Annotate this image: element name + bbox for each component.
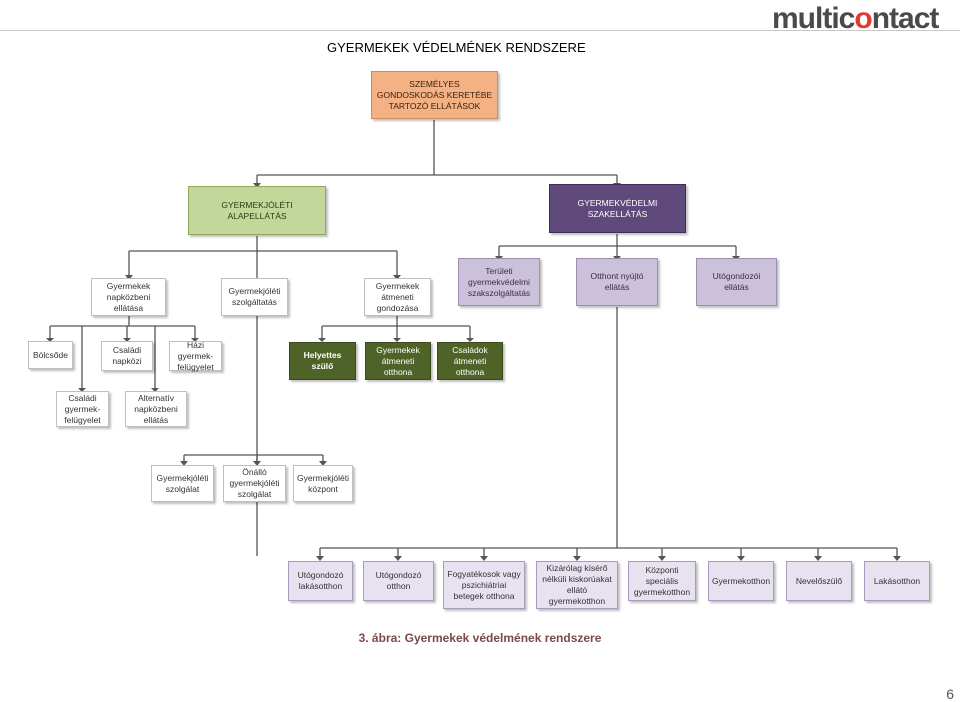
node-szemelyes-gondoskodas: SZEMÉLYES GONDOSKODÁS KERETÉBE TARTOZÓ E… <box>371 71 498 119</box>
node-hazi-gyermekfelugyelet: Házi gyermek-felügyelet <box>169 340 222 372</box>
node-gyermekjoleti-szolgaltatas: Gyermekjóléti szolgáltatás <box>221 278 288 316</box>
node-teruleti-szakszolgaltatas: Területi gyermekvédelmi szakszolgáltatás <box>458 258 540 306</box>
node-utogondozo-otthon: Utógondozó otthon <box>363 561 434 601</box>
node-nevelőszulo: Nevelőszülő <box>786 561 852 601</box>
node-gyermekvedelmi-szakellatas: GYERMEKVÉDELMI SZAKELLÁTÁS <box>549 184 686 233</box>
node-bolcsode: Bölcsőde <box>28 341 73 369</box>
figure-caption: 3. ábra: Gyermekek védelmének rendszere <box>358 631 602 645</box>
node-gyermekjoleti-szolgalat: Gyermekjóléti szolgálat <box>151 465 214 502</box>
node-kozponti-specialis-gyermekotthon: Központi speciális gyermekotthon <box>628 561 696 601</box>
node-gyermekjoleti-alapellatas: GYERMEKJÓLÉTI ALAPELLÁTÁS <box>188 186 326 235</box>
header-divider <box>0 30 960 31</box>
node-csaladok-atmeneti-otthona: Családok átmeneti otthona <box>437 342 503 380</box>
node-lakasotthon: Lakásotthon <box>864 561 930 601</box>
node-utogondozo-lakasotthon: Utógondozó lakásotthon <box>288 561 353 601</box>
node-helyettes-szulo: Helyettes szülő <box>289 342 356 380</box>
node-kiserő-nelkuli-gyermekotthon: Kizárólag kísérő nélküli kiskorúakat ell… <box>536 561 618 609</box>
node-gyermekjoleti-kozpont: Gyermekjóléti központ <box>293 465 353 502</box>
node-fogyatekosok-otthona: Fogyatékosok vagy pszichiátriai betegek … <box>443 561 525 609</box>
node-onallo-gyermekjoleti-szolgalat: Önálló gyermekjóléti szolgálat <box>223 465 286 502</box>
diagram-title: GYERMEKEK VÉDELMÉNEK RENDSZERE <box>327 40 586 55</box>
node-csaladi-napkozi: Családi napközi <box>101 341 153 371</box>
node-atmeneti-gondozas: Gyermekek átmeneti gondozása <box>364 278 431 316</box>
multicontact-logo: multicontact <box>772 2 939 35</box>
node-csaladi-gyermekfelugyelet: Családi gyermek-felügyelet <box>56 391 109 427</box>
page-number: 6 <box>946 686 954 702</box>
node-otthont-nyujto-ellatas: Otthont nyújtó ellátás <box>576 258 658 306</box>
node-gyermekotthon: Gyermekotthon <box>708 561 774 601</box>
node-gyermekek-atmeneti-otthona: Gyermekek átmeneti otthona <box>365 342 431 380</box>
node-alternativ-napkozbeni-ellatas: Alternatív napközbeni ellátás <box>125 391 187 427</box>
node-napkozbeni-ellatas: Gyermekek napközbeni ellátása <box>91 278 166 316</box>
node-utogondozoi-ellatas: Utógondozói ellátás <box>696 258 777 306</box>
